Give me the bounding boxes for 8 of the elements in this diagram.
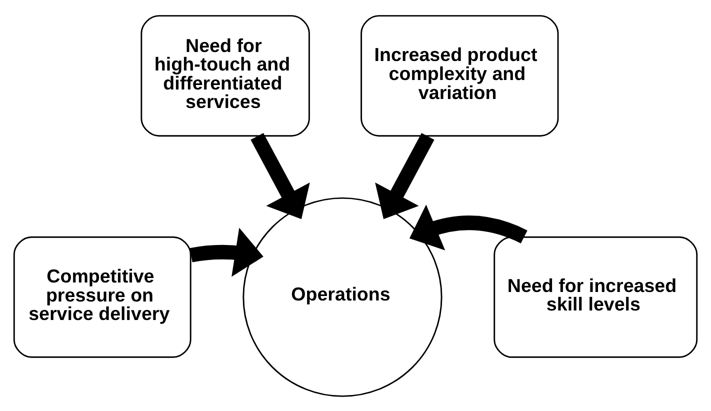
arrow [375,132,434,219]
arrow [409,204,528,250]
node-circle: Operations [242,196,442,396]
arrow [250,132,310,219]
node-box: Competitive pressure on service delivery [13,236,192,358]
node-box: Need for increased skill levels [494,236,698,358]
node-box: Need for high-touch and differentiated services [140,14,310,136]
node-box: Increased product complexity and variation [360,14,559,136]
